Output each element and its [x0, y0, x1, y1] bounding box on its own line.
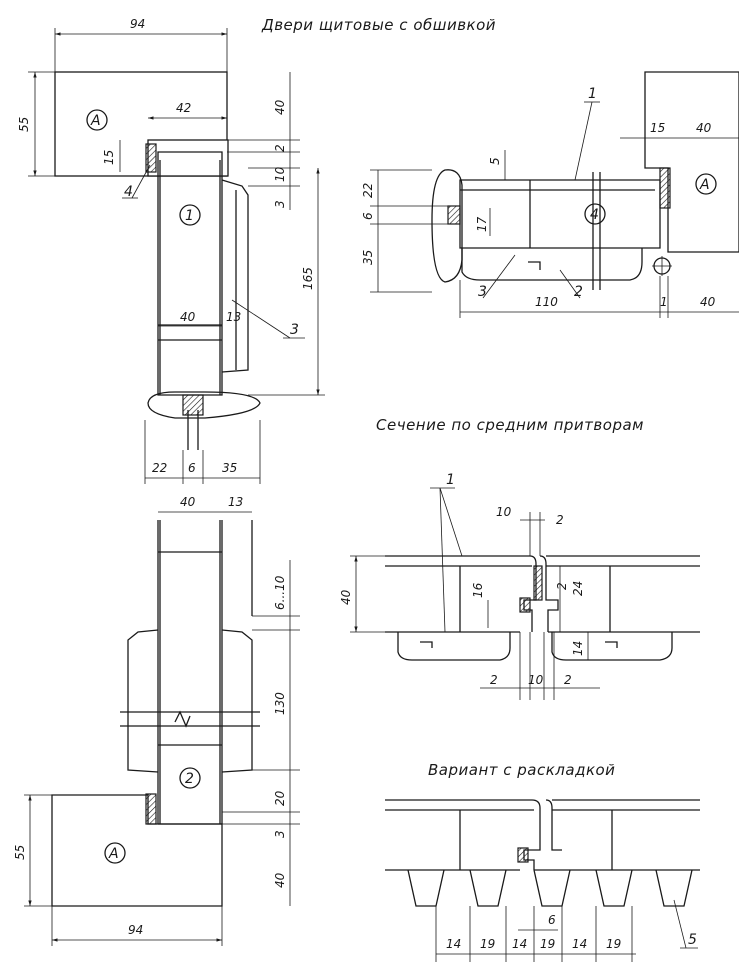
- dim-6-10: 6...10: [273, 575, 287, 610]
- dim-94-bottom: 94: [128, 923, 143, 937]
- marker-a-right: A: [699, 177, 710, 193]
- leader-1-section: 1: [446, 472, 455, 488]
- marker-4: 4: [590, 207, 599, 223]
- leader-3-left: 3: [290, 322, 299, 338]
- dim-10-section-bottom: 10: [528, 673, 544, 687]
- marker-1: 1: [185, 208, 194, 224]
- variant-title: Вариант с раскладкой: [428, 761, 615, 779]
- dim-2-section-bl: 2: [490, 673, 498, 687]
- dim-35-bottom: 35: [222, 461, 237, 475]
- dim-10-right: 10: [273, 166, 287, 182]
- dim-14-b: 14: [512, 937, 527, 951]
- dim-165: 165: [301, 267, 315, 290]
- dim-2-section-top: 2: [556, 513, 564, 527]
- dim-13-bl: 13: [228, 495, 243, 509]
- dim-14-a: 14: [446, 937, 461, 951]
- dim-19-b: 19: [540, 937, 555, 951]
- dim-10-section: 10: [496, 505, 512, 519]
- dim-42: 42: [176, 101, 191, 115]
- dim-40-topright: 40: [696, 121, 712, 135]
- dim-40-inner: 40: [180, 310, 196, 324]
- dim-2-right: 2: [273, 144, 287, 152]
- dim-94-top: 94: [130, 17, 145, 31]
- leader-2-right: 2: [574, 284, 583, 300]
- top-right-view: A 4 1 3 2 22 6 35 5: [361, 71, 739, 318]
- dim-13-top: 13: [226, 310, 241, 324]
- marker-2: 2: [185, 771, 194, 787]
- dim-40-bl: 40: [180, 495, 196, 509]
- section-view: 1 40 10 2 16 2 24 14 2 10 2: [339, 472, 700, 700]
- dim-14-section: 14: [571, 641, 585, 656]
- dim-22-bottom: 22: [152, 461, 167, 475]
- top-left-view: A 1 94 55 42 15: [17, 17, 325, 484]
- dim-24: 24: [571, 581, 585, 596]
- dim-22-right: 22: [361, 183, 375, 198]
- leader-5: 5: [688, 932, 697, 948]
- dim-2-section-br: 2: [564, 673, 572, 687]
- dim-6-variant: 6: [548, 913, 556, 927]
- section-title: Сечение по средним притворам: [376, 416, 644, 434]
- marker-a-top: A: [90, 113, 101, 129]
- dim-20: 20: [273, 790, 287, 806]
- main-title: Двери щитовые с обшивкой: [261, 16, 496, 34]
- dim-3-bl: 3: [273, 830, 287, 838]
- dim-110: 110: [535, 295, 558, 309]
- dim-14-c: 14: [572, 937, 587, 951]
- dim-55-top: 55: [17, 117, 31, 132]
- dim-19-a: 19: [480, 937, 495, 951]
- leader-3-right: 3: [478, 284, 487, 300]
- bottom-left-view: 2 A 40 13 6...10 130 20 3 40 55 94: [13, 495, 300, 946]
- dim-1-right: 1: [660, 295, 668, 309]
- marker-a-bottom: A: [108, 846, 119, 862]
- leader-4: 4: [124, 184, 133, 200]
- dim-17: 17: [475, 216, 489, 232]
- dim-5: 5: [488, 157, 502, 165]
- dim-40-right: 40: [273, 99, 287, 115]
- dim-6-right: 6: [361, 212, 375, 220]
- dim-19-c: 19: [606, 937, 621, 951]
- dim-2-section-side: 2: [555, 582, 569, 590]
- dim-35-right: 35: [361, 250, 375, 265]
- dim-15-left: 15: [102, 150, 116, 165]
- leader-1-right: 1: [588, 86, 597, 102]
- dim-6-bottom: 6: [188, 461, 196, 475]
- dim-16: 16: [471, 582, 485, 598]
- dim-15-right: 15: [650, 121, 665, 135]
- dim-55-bottom: 55: [13, 845, 27, 860]
- dim-40-section: 40: [339, 589, 353, 605]
- dim-130: 130: [273, 692, 287, 715]
- dim-40-bl-side: 40: [273, 872, 287, 888]
- variant-view: 5 6 14 19 14 19 14 19: [385, 799, 700, 962]
- dim-40-bottomright: 40: [700, 295, 716, 309]
- dim-3-right: 3: [273, 200, 287, 208]
